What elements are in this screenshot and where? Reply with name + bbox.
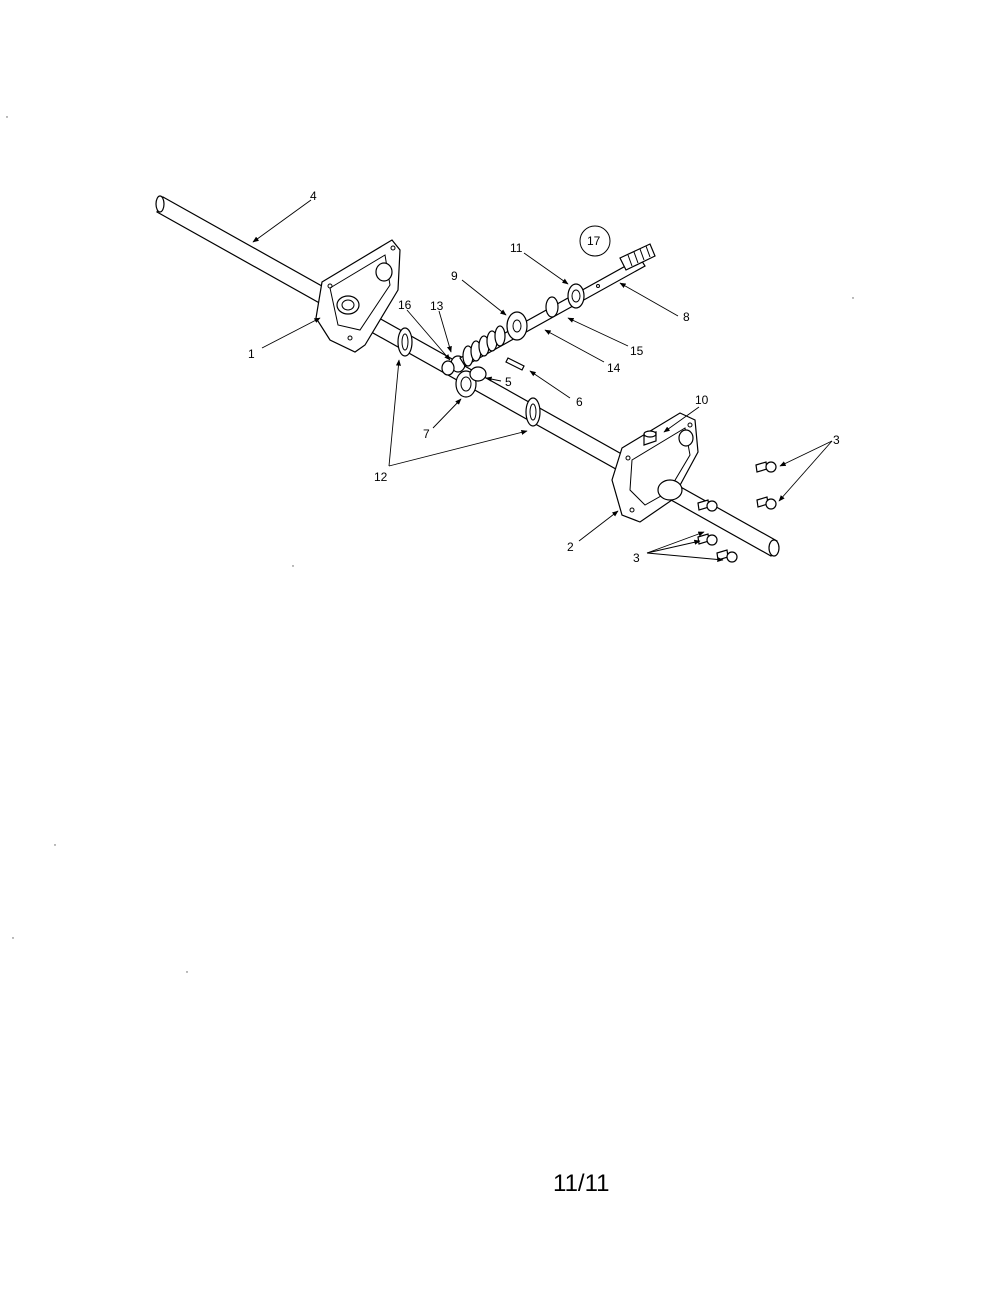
callout-14: 14 <box>607 361 621 375</box>
callout-15: 15 <box>630 344 644 358</box>
callout-1: 1 <box>248 347 255 361</box>
callout-17-circle <box>579 225 611 257</box>
callout-3-right: 3 <box>833 433 840 447</box>
worm-shaft <box>459 243 656 367</box>
screw-2 <box>756 496 777 510</box>
callout-6: 6 <box>576 395 583 409</box>
thrust-washers <box>397 327 541 427</box>
callout-13: 13 <box>430 299 444 313</box>
screw-1 <box>755 461 777 473</box>
callout-7: 7 <box>423 427 430 441</box>
left-gear-housing <box>315 239 401 353</box>
page-number: 11/11 <box>553 1170 610 1197</box>
callout-5: 5 <box>505 375 512 389</box>
scan-specks <box>6 116 854 973</box>
roll-pin <box>505 357 525 371</box>
callout-9: 9 <box>451 269 458 283</box>
screw-5 <box>716 549 738 563</box>
callout-4: 4 <box>310 189 317 203</box>
callout-labels: 1 2 3 3 4 5 6 7 8 9 10 11 12 13 14 15 16… <box>248 189 840 565</box>
leader-lines <box>252 199 833 562</box>
worm-threads <box>462 325 506 367</box>
right-gear-housing <box>611 412 699 523</box>
callout-2: 2 <box>567 540 574 554</box>
callout-16: 16 <box>398 298 412 312</box>
callout-3-bottom: 3 <box>633 551 640 565</box>
callout-17: 17 <box>587 234 601 248</box>
vent-plug <box>643 430 657 446</box>
callout-8: 8 <box>683 310 690 324</box>
callout-12: 12 <box>374 470 388 484</box>
callout-11: 11 <box>510 241 523 255</box>
screw-4 <box>697 533 718 546</box>
callout-10: 10 <box>695 393 709 407</box>
screw-3 <box>697 499 718 512</box>
